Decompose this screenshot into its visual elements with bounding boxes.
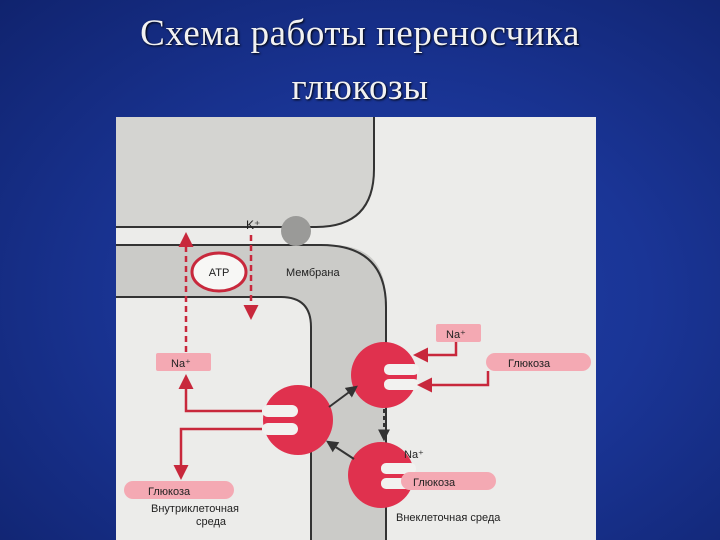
label-k-ion: K⁺ — [246, 218, 260, 232]
na-top-right-pill — [436, 324, 481, 342]
label-membrane: Мембрана — [286, 267, 340, 279]
glucose-exit-arrow — [173, 427, 262, 480]
label-glucose-bottom: Глюкоза — [413, 477, 456, 489]
glucose-entry-arrow — [417, 371, 490, 393]
cell-membrane — [116, 117, 387, 540]
label-na-top-right: Na⁺ — [446, 329, 466, 341]
glucose-transporter-diagram: K⁺ ATP Мембрана Na⁺ — [116, 117, 596, 540]
glucose-left-pill — [124, 481, 234, 499]
label-extracellular: Внеклеточная среда — [396, 512, 501, 524]
label-intracellular-1: Внутриклеточная — [151, 503, 239, 515]
label-na-bottom: Na⁺ — [404, 449, 424, 461]
atp-pump — [190, 251, 248, 293]
potassium-channel — [281, 216, 311, 246]
cycle-arrow-up — [328, 385, 358, 408]
glucose-bottom-pill — [401, 472, 496, 490]
label-intracellular-2: среда — [196, 516, 227, 528]
label-glucose-left: Глюкоза — [148, 486, 191, 498]
glucose-right-pill — [486, 353, 591, 371]
transporter-outer-top — [351, 342, 419, 408]
na-entry-arrow — [413, 342, 458, 363]
transporter-inner — [262, 385, 333, 455]
label-na-left: Na⁺ — [171, 358, 191, 370]
label-glucose-right: Глюкоза — [508, 358, 551, 370]
slide-title-line-2: глюкозы — [291, 67, 429, 108]
cycle-arrow-left — [325, 440, 355, 460]
slide-title-line-1: Схема работы переносчика — [140, 13, 580, 54]
label-atp: ATP — [209, 267, 230, 279]
na-left-pill — [156, 353, 211, 371]
na-exit-arrow — [178, 374, 262, 413]
